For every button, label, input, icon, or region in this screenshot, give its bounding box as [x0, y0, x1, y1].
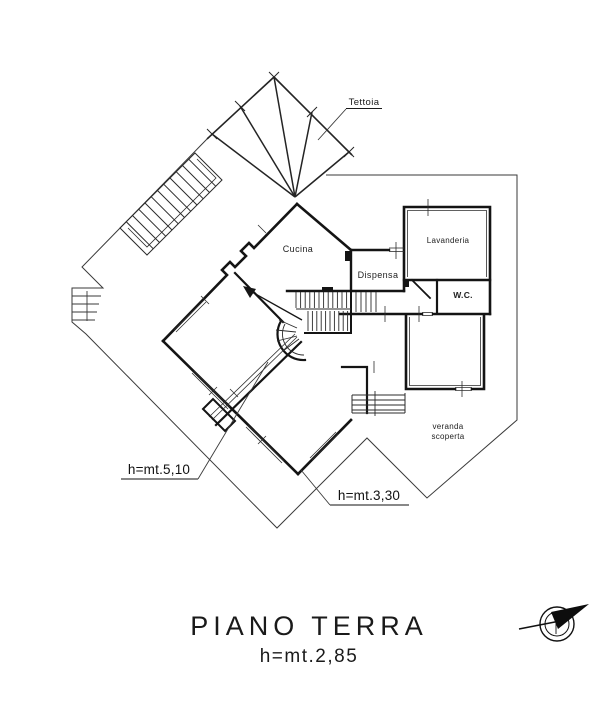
- plan-title: PIANO TERRA: [190, 611, 428, 641]
- height-right-label: h=mt.3,30: [338, 488, 400, 503]
- height-annotation-left: h=mt.5,10: [121, 361, 269, 480]
- tettoia-leader-line: [317, 108, 347, 141]
- windows-and-detail-lines: [173, 199, 487, 464]
- room-label-lavanderia: Lavanderia: [427, 236, 470, 245]
- height-right-leader-line: [300, 469, 331, 506]
- room-label-wc: W.C.: [453, 290, 473, 300]
- height-left-label: h=mt.5,10: [128, 462, 190, 477]
- stair-direction-arrow: [243, 286, 303, 321]
- veranda-steps: [351, 391, 406, 416]
- north-arrow-compass-icon: [518, 604, 589, 642]
- wall-stubs: [322, 251, 409, 292]
- room-label-veranda-line1: veranda: [432, 422, 463, 431]
- plan-subtitle: h=mt.2,85: [260, 646, 359, 667]
- building-walls: [161, 202, 492, 476]
- property-boundary: [71, 138, 518, 529]
- room-labels: Cucina Dispensa Lavanderia W.C. veranda …: [283, 236, 473, 441]
- tettoia-label: Tettoia: [349, 97, 380, 108]
- external-staircase: [119, 152, 223, 256]
- room-label-cucina: Cucina: [283, 244, 313, 254]
- title-block: PIANO TERRA h=mt.2,85: [190, 611, 428, 667]
- tettoia-canopy: [206, 71, 355, 198]
- internal-staircase: [275, 292, 377, 356]
- height-annotation-right: h=mt.3,30: [300, 469, 409, 506]
- room-label-dispensa: Dispensa: [358, 270, 399, 280]
- external-steps-left: [72, 291, 101, 321]
- height-left-leader-line: [197, 361, 269, 480]
- room-label-veranda-line2: scoperta: [431, 432, 464, 441]
- tettoia-annotation: Tettoia: [317, 97, 382, 141]
